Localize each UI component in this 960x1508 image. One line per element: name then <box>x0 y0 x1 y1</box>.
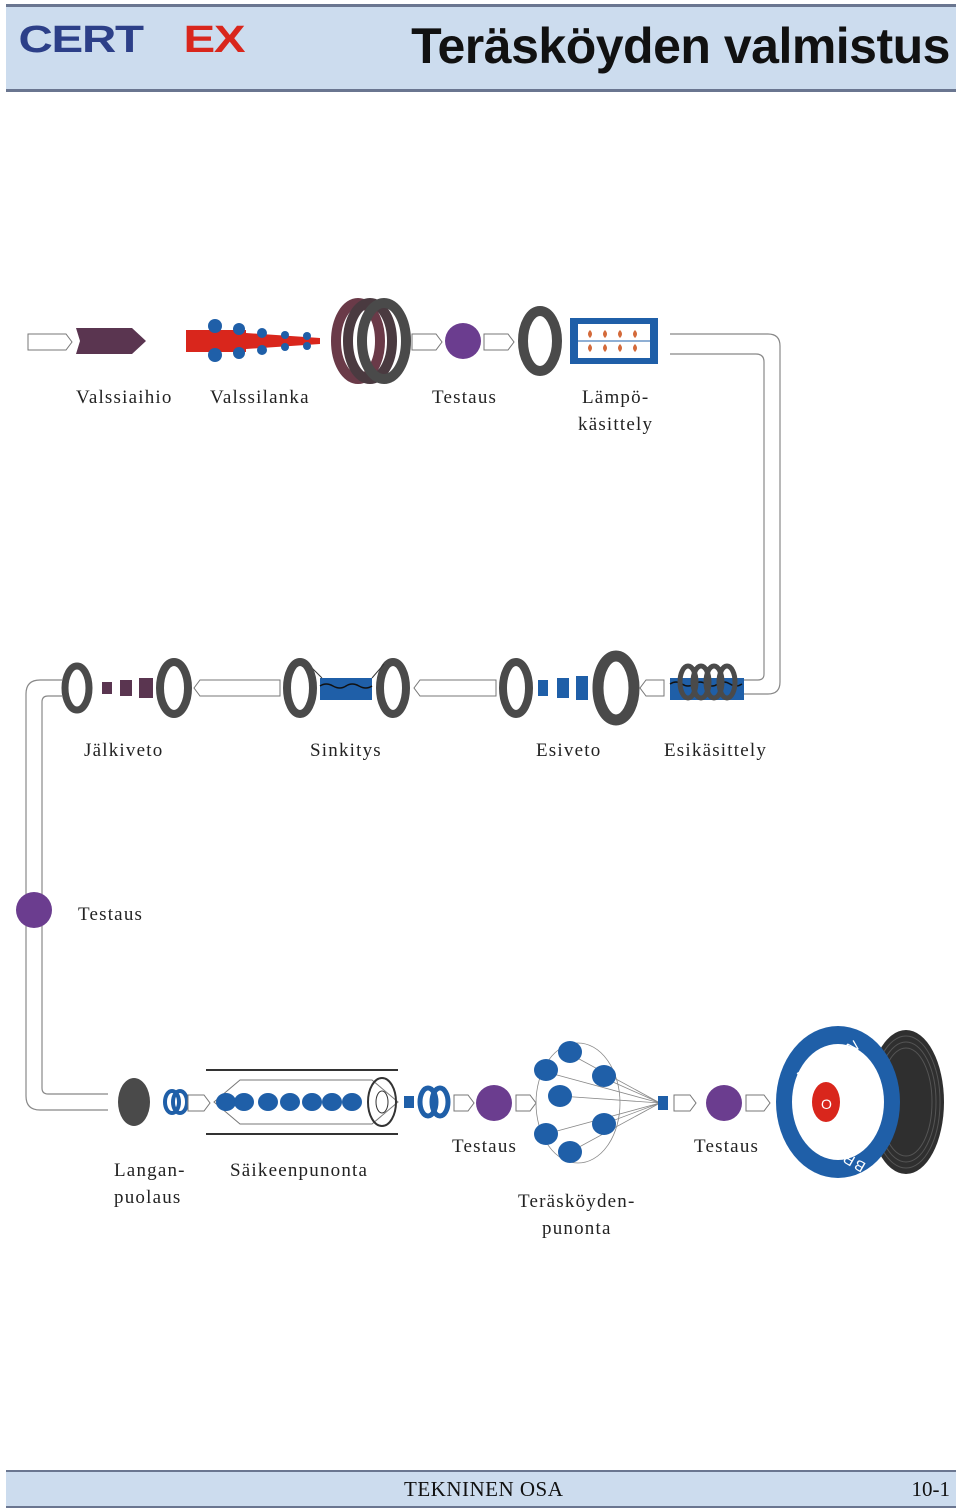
testing-circle-icon <box>476 1085 512 1121</box>
drawing-die-icon <box>102 678 153 698</box>
drum-center-mark: O <box>821 1096 832 1112</box>
bobbin-icon <box>417 1085 451 1119</box>
flow-arrow <box>515 1094 537 1112</box>
row-2: Jälkiveto Sinkitys Esiveto Esikäsittely <box>61 650 767 761</box>
strander-machine-icon <box>206 1069 414 1135</box>
label-testaus-3: Testaus <box>452 1136 517 1157</box>
flow-arrow <box>453 1094 475 1112</box>
flow-arrow <box>27 333 73 351</box>
testing-circle-icon <box>706 1085 742 1121</box>
svg-text:EX: EX <box>184 18 246 58</box>
label-langanpuolaus-line2: puolaus <box>114 1187 182 1208</box>
label-testaus-1: Testaus <box>432 387 497 408</box>
galvanizing-bath-icon <box>309 663 385 700</box>
flow-arrow <box>745 1094 771 1112</box>
label-teraskoydenpunonta-line1: Teräsköyden- <box>518 1191 636 1212</box>
label-esiveto: Esiveto <box>536 740 601 761</box>
coil-icon <box>592 650 640 726</box>
flow-arrow <box>187 1094 211 1112</box>
billet-icon <box>76 328 146 354</box>
label-testaus-4: Testaus <box>694 1136 759 1157</box>
flow-arrow <box>673 1094 697 1112</box>
testing-circle-icon <box>445 323 481 359</box>
drawing-die-icon <box>538 676 588 700</box>
label-lampokasittely-line2: käsittely <box>578 414 653 435</box>
label-sinkitys: Sinkitys <box>310 740 382 761</box>
label-teraskoydenpunonta-line2: punonta <box>542 1218 612 1239</box>
pre-treatment-bath-icon <box>669 663 744 701</box>
label-langanpuolaus-line1: Langan- <box>114 1160 186 1181</box>
label-esikasittely: Esikäsittely <box>664 740 767 761</box>
coil-icon <box>156 658 192 718</box>
coil-icon <box>283 658 317 718</box>
coil-icon <box>499 658 533 718</box>
svg-text:CERT: CERT <box>19 18 144 58</box>
rope-closer-icon <box>534 1041 668 1164</box>
row-1: Valssiaihio Valssilanka Testaus Lämpö- k… <box>27 298 658 435</box>
flow-arrow <box>639 679 665 697</box>
label-saikeenpunonta: Säikeenpunonta <box>230 1160 368 1181</box>
row-3: O BRIDON BRIDON Langan- puolaus Säikeenp… <box>114 1026 944 1239</box>
label-valssiaihio: Valssiaihio <box>76 387 173 408</box>
flow-connector <box>25 333 781 1111</box>
label-valssilanka: Valssilanka <box>210 387 310 408</box>
flow-arrow <box>483 333 515 351</box>
label-lampokasittely-line1: Lämpö- <box>582 387 649 408</box>
rope-drum-icon: O BRIDON BRIDON <box>776 1026 944 1178</box>
flow-arrow <box>411 333 443 351</box>
wire-spool-icon <box>118 1078 150 1126</box>
page-footer: TEKNINEN OSA 10-1 <box>6 1470 956 1508</box>
rod-coil-icon <box>331 298 411 384</box>
coil-icon <box>518 306 562 376</box>
heat-treatment-furnace-icon <box>570 318 658 364</box>
page-title: Teräsköyden valmistus <box>411 18 950 74</box>
bobbin-icon <box>163 1089 189 1115</box>
testing-circle-icon <box>16 892 52 928</box>
certex-logo: CERT EX <box>19 18 248 58</box>
coil-icon <box>376 658 410 718</box>
flow-arrow <box>193 679 281 697</box>
page-number: 10-1 <box>911 1477 951 1501</box>
coil-icon <box>61 662 93 714</box>
label-jalkiveto: Jälkiveto <box>84 740 163 761</box>
page-header: CERT EX Teräsköyden valmistus <box>6 4 956 92</box>
flow-arrow <box>413 679 497 697</box>
label-testaus-2: Testaus <box>78 904 143 925</box>
rolling-mill-icon <box>186 319 320 362</box>
footer-section: TEKNINEN OSA <box>404 1477 564 1501</box>
